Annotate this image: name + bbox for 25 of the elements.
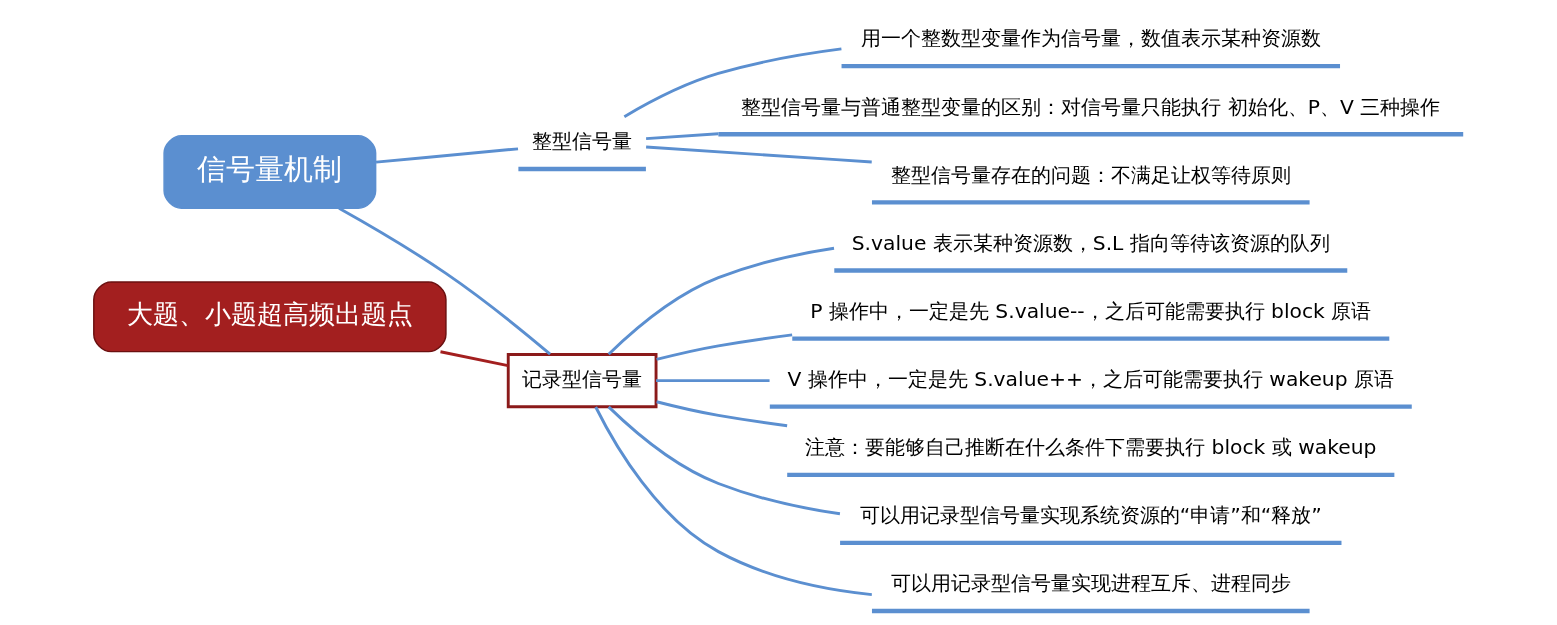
node-box: 记录型信号量 bbox=[506, 353, 658, 409]
connector bbox=[623, 47, 842, 118]
node-text: P 操作中，一定是先 S.value--，之后可能需要执行 block 原语 bbox=[810, 298, 1372, 323]
connector bbox=[607, 405, 841, 516]
node-text: 可以用记录型信号量实现系统资源的“申请”和“释放” bbox=[859, 503, 1322, 528]
node-box: 信号量机制 bbox=[163, 135, 377, 209]
connector bbox=[656, 400, 788, 428]
connector bbox=[607, 246, 835, 356]
connector bbox=[375, 147, 519, 164]
connector bbox=[338, 207, 552, 356]
node-text: 用一个整数型变量作为信号量，数值表示某种资源数 bbox=[860, 26, 1321, 51]
connector bbox=[656, 379, 770, 383]
node-text: 整型信号量 bbox=[532, 129, 633, 154]
connector bbox=[646, 132, 719, 141]
node-text: 注意：要能够自己推断在什么条件下需要执行 block 或 wakeup bbox=[805, 435, 1377, 460]
connector bbox=[646, 145, 872, 164]
node-text: 整型信号量与普通整型变量的区别：对信号量只能执行 初始化、P、V 三种操作 bbox=[741, 94, 1441, 119]
node-text: V 操作中，一定是先 S.value++，之后可能需要执行 wakeup 原语 bbox=[787, 366, 1394, 391]
node-box: 大题、小题超高频出题点 bbox=[93, 281, 447, 353]
node-text: S.value 表示某种资源数，S.L 指向等待该资源的队列 bbox=[851, 230, 1330, 255]
connector bbox=[656, 333, 793, 361]
node-text: 整型信号量存在的问题：不满足让权等待原则 bbox=[890, 162, 1291, 187]
connector bbox=[440, 350, 509, 368]
connector bbox=[594, 406, 872, 597]
node-text: 可以用记录型信号量实现进程互斥、进程同步 bbox=[890, 571, 1291, 596]
